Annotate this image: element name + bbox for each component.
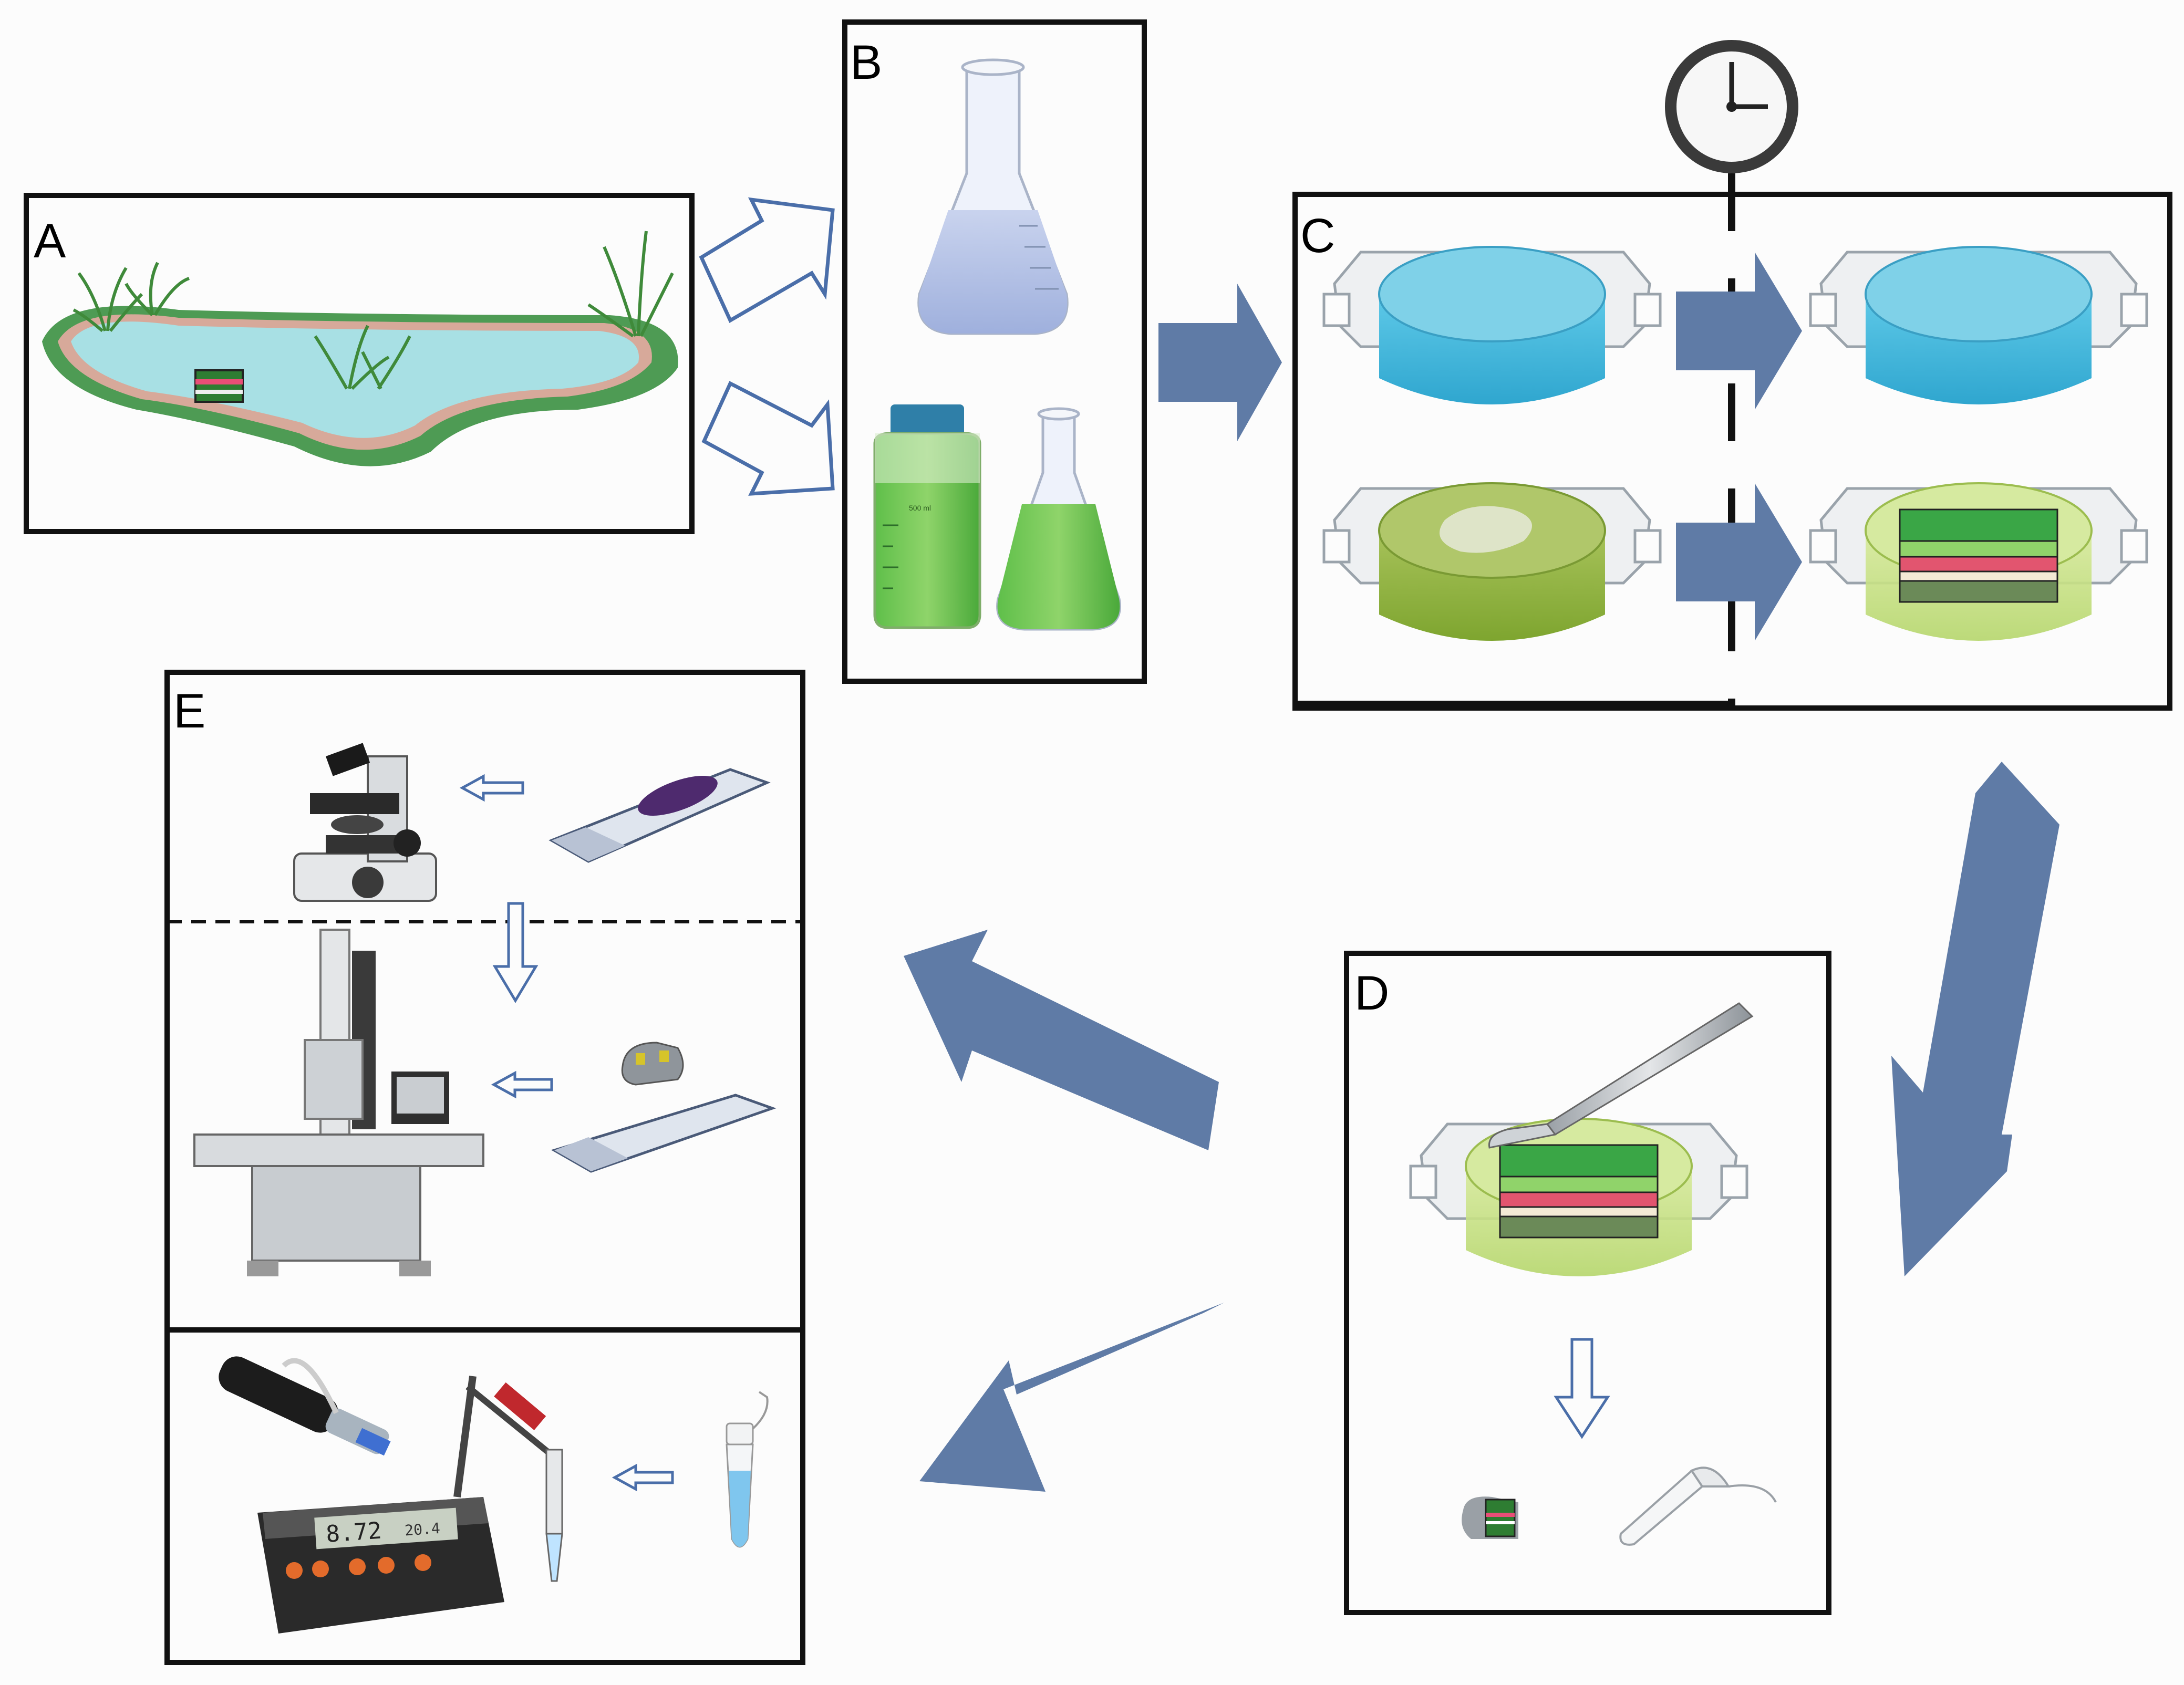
hollow-arrow-block-to-em (491, 1070, 553, 1099)
panel-a: A (24, 193, 695, 534)
petri-dish-water-before (1324, 246, 1660, 404)
hollow-arrow-a-to-b-upper (699, 197, 835, 323)
hollow-arrow-slide-to-microscope (459, 774, 524, 802)
slide-icon-em (551, 1094, 777, 1173)
meter-reading: 8.72 (325, 1517, 382, 1548)
panel-d: D (1344, 951, 1831, 1615)
panel-c: C (1292, 173, 2172, 711)
resin-block-icon (621, 1042, 684, 1086)
scalpel-icon (1488, 1002, 1754, 1149)
arrow-d-to-e-upper (904, 930, 1219, 1150)
arrow-c-top (1676, 252, 1802, 410)
petri-dish-water-after (1810, 246, 2147, 404)
petri-dish-culture-before (1324, 482, 1660, 641)
panel-c-label: C (1300, 209, 1335, 263)
clock-icon (1665, 40, 1798, 173)
hollow-arrow-a-to-b-lower (701, 381, 835, 496)
panel-b: B 500 ml (842, 19, 1147, 684)
slide-icon (548, 768, 771, 863)
arrow-c-to-d (1891, 762, 2059, 1276)
electron-microscope-icon (193, 929, 484, 1276)
arrow-d-to-e-lower (919, 1303, 1224, 1492)
hollow-arrow-d-down (1554, 1338, 1610, 1439)
panel-a-label: A (34, 214, 66, 268)
culture-flask-icon (996, 407, 1121, 631)
panel-d-frame (1344, 951, 1831, 1615)
ph-meter-icon: 8.72 20.4 (257, 1376, 563, 1634)
meter-secondary-reading: 20.4 (404, 1520, 441, 1540)
microtube-icon-e (726, 1391, 769, 1548)
panel-e-label: E (173, 684, 205, 738)
erlenmeyer-flask-icon (917, 58, 1069, 335)
bottle-volume-label: 500 ml (909, 504, 931, 512)
panel-e: E (164, 670, 805, 1665)
microtube-icon (1619, 1466, 1777, 1546)
sample-block-icon (194, 369, 244, 403)
grass-icon (73, 231, 674, 390)
arrow-b-to-c (1158, 284, 1282, 441)
petri-dish-gel-block (1810, 482, 2147, 641)
pond-icon (42, 306, 678, 466)
sample-block-icon (1462, 1496, 1518, 1539)
panel-d-label: D (1354, 966, 1389, 1020)
refractometer-icon (219, 1356, 391, 1456)
hollow-arrow-e-down (492, 902, 539, 1003)
microscope-icon (293, 743, 437, 902)
hollow-arrow-tube-to-meter (612, 1463, 674, 1492)
petri-dish-cutting (1411, 1118, 1747, 1276)
arrow-c-bottom (1676, 483, 1802, 641)
media-bottle-icon: 500 ml (873, 404, 981, 629)
panel-b-label: B (850, 36, 882, 89)
